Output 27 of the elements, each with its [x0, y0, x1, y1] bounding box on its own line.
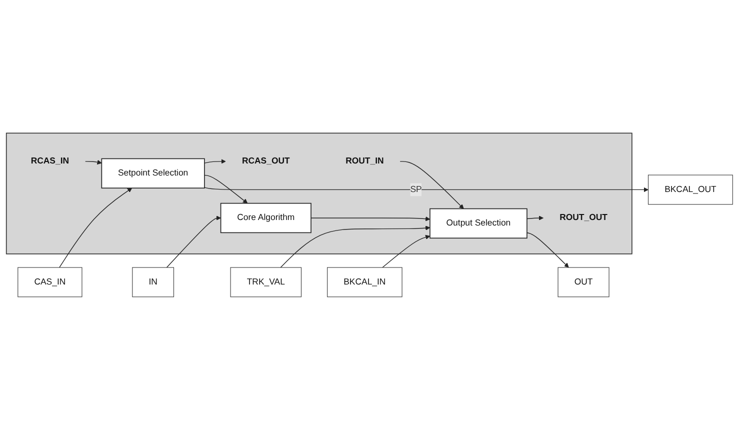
node-text: RCAS_IN [30, 156, 70, 166]
arrow [526, 216, 544, 220]
arrow [204, 174, 248, 204]
node-text: ROUT_IN [346, 156, 384, 166]
node-box: CAS_IN [18, 267, 82, 298]
node-box: Core Algorithm [220, 202, 312, 234]
arrow [382, 234, 430, 268]
node-text: RCAS_OUT [242, 156, 290, 166]
arrow [204, 159, 226, 164]
node-box: Setpoint Selection [101, 158, 205, 188]
arrow [59, 188, 132, 268]
arrow [280, 226, 430, 268]
cluster [6, 132, 632, 254]
node-box: Output Selection [430, 208, 528, 239]
node-text: ROUT_OUT [560, 213, 608, 222]
node-box: TRK_VAL [230, 267, 302, 298]
arrow [166, 216, 221, 268]
arrow [85, 160, 102, 165]
edge-label: SP [410, 184, 422, 194]
node-box: OUT [558, 267, 610, 298]
node-box: IN [132, 267, 174, 298]
node-box: BKCAL_OUT [648, 174, 733, 205]
arrow [310, 216, 430, 222]
arrow [526, 232, 569, 268]
node-box: BKCAL_IN [327, 267, 402, 298]
arrow [204, 187, 648, 192]
arrow [400, 161, 464, 209]
